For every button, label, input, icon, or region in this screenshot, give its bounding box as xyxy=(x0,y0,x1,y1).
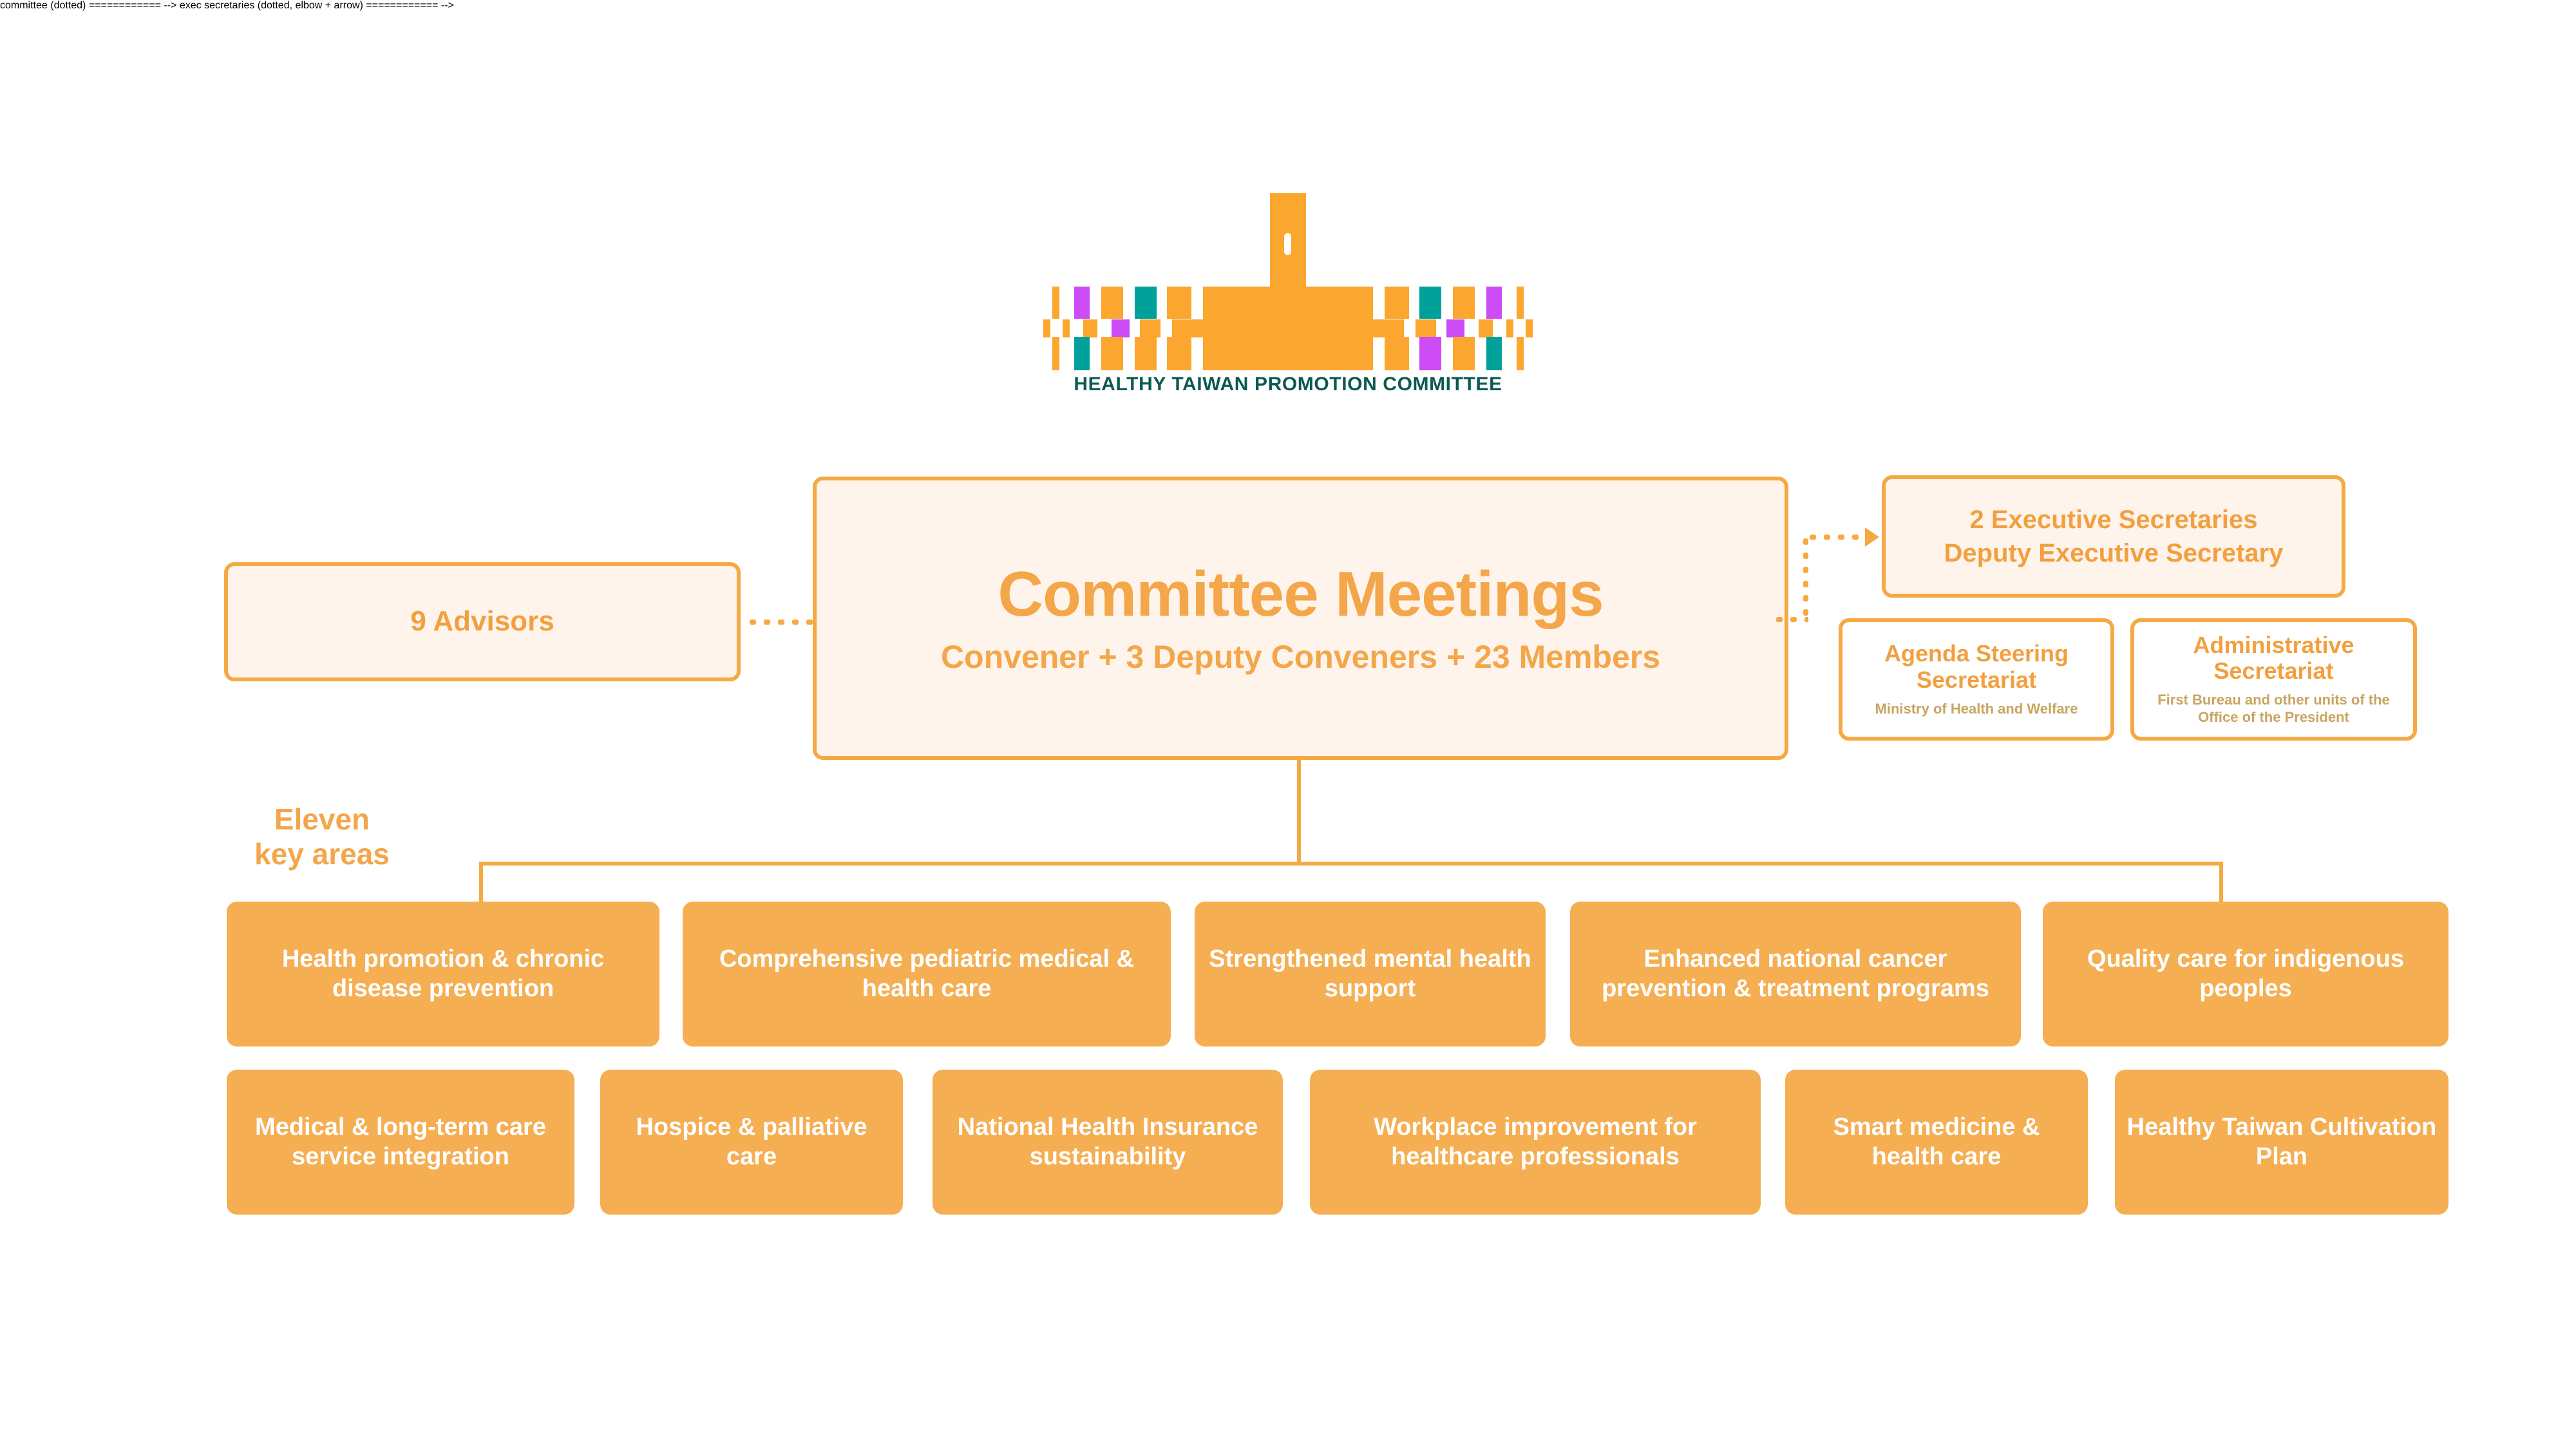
exec-secretaries-arrow-icon xyxy=(1865,527,1879,547)
key-area-card-workplace-improvement[interactable]: Workplace improvement for healthcare pro… xyxy=(1310,1070,1761,1215)
key-area-label: Enhanced national cancer prevention & tr… xyxy=(1602,945,1989,1002)
key-areas-right-drop-connector xyxy=(2219,862,2223,903)
key-area-label: Health promotion & chronic disease preve… xyxy=(281,945,605,1002)
committee-meetings-box[interactable]: Committee Meetings Convener + 3 Deputy C… xyxy=(813,477,1788,760)
key-area-label: Medical & long-term care service integra… xyxy=(255,1113,546,1170)
key-area-label: National Health Insurance sustainability xyxy=(957,1113,1258,1170)
key-area-card-smart-medicine[interactable]: Smart medicine & health care xyxy=(1785,1070,2088,1215)
key-areas-label-line1: Eleven xyxy=(274,802,370,836)
key-areas-trunk-connector xyxy=(1297,760,1301,863)
agenda-steering-secretariat-subtitle: Ministry of Health and Welfare xyxy=(1875,700,2078,717)
key-area-card-mental-health[interactable]: Strengthened mental health support xyxy=(1195,902,1546,1046)
advisors-label: 9 Advisors xyxy=(410,605,554,638)
exec-secretaries-connector-lower xyxy=(1772,617,1808,622)
key-area-label: Quality care for indigenous peoples xyxy=(2087,945,2404,1002)
key-area-card-cultivation-plan[interactable]: Healthy Taiwan Cultivation Plan xyxy=(2115,1070,2448,1215)
key-area-label: Strengthened mental health support xyxy=(1209,945,1531,1002)
key-area-label: Workplace improvement for healthcare pro… xyxy=(1374,1113,1697,1170)
agenda-steering-secretariat-box[interactable]: Agenda Steering Secretariat Ministry of … xyxy=(1839,618,2114,741)
executive-secretaries-line-2: Deputy Executive Secretary xyxy=(1944,539,2284,567)
agenda-steering-secretariat-title-line1: Agenda Steering xyxy=(1884,640,2069,667)
administrative-secretariat-title-line2: Secretariat xyxy=(2213,658,2334,685)
key-area-card-indigenous-care[interactable]: Quality care for indigenous peoples xyxy=(2043,902,2448,1046)
administrative-secretariat-subtitle: First Bureau and other units of the Offi… xyxy=(2157,692,2390,726)
committee-meetings-subtitle: Convener + 3 Deputy Conveners + 23 Membe… xyxy=(940,638,1661,675)
logo-mark-icon xyxy=(1043,193,1533,370)
key-area-card-cancer-prevention[interactable]: Enhanced national cancer prevention & tr… xyxy=(1570,902,2021,1046)
key-area-card-hospice-care[interactable]: Hospice & palliative care xyxy=(600,1070,903,1215)
administrative-secretariat-box[interactable]: Administrative Secretariat First Bureau … xyxy=(2130,618,2417,741)
agenda-steering-secretariat-title-line2: Secretariat xyxy=(1916,666,2037,693)
key-area-label: Healthy Taiwan Cultivation Plan xyxy=(2126,1113,2437,1170)
executive-secretaries-box[interactable]: 2 Executive Secretaries Deputy Executive… xyxy=(1882,475,2345,598)
key-area-card-pediatric-care[interactable]: Comprehensive pediatric medical & health… xyxy=(683,902,1171,1046)
key-area-card-health-promotion[interactable]: Health promotion & chronic disease preve… xyxy=(227,902,659,1046)
administrative-secretariat-title-line1: Administrative xyxy=(2193,631,2354,658)
committee-meetings-title: Committee Meetings xyxy=(998,558,1604,629)
executive-secretaries-line-1: 2 Executive Secretaries xyxy=(1969,506,2258,534)
advisors-box[interactable]: 9 Advisors xyxy=(224,562,741,681)
key-area-label: Hospice & palliative care xyxy=(636,1113,867,1170)
exec-secretaries-connector-vertical xyxy=(1803,535,1808,621)
logo-caption: HEALTHY TAIWAN PROMOTION COMMITTEE xyxy=(1074,374,1502,395)
healthy-taiwan-logo: HEALTHY TAIWAN PROMOTION COMMITTEE xyxy=(1043,193,1533,438)
presidential-office-pixel-icon xyxy=(1043,193,1533,370)
key-area-card-health-insurance[interactable]: National Health Insurance sustainability xyxy=(933,1070,1283,1215)
advisors-connector-dotted xyxy=(746,620,813,625)
key-areas-left-drop-connector xyxy=(479,862,483,903)
exec-secretaries-connector-horizontal xyxy=(1806,535,1865,540)
key-area-card-long-term-care[interactable]: Medical & long-term care service integra… xyxy=(227,1070,574,1215)
key-area-label: Comprehensive pediatric medical & health… xyxy=(719,945,1135,1002)
key-areas-bus-connector xyxy=(479,862,2223,866)
key-area-label: Smart medicine & health care xyxy=(1833,1113,2040,1170)
key-areas-label-line2: key areas xyxy=(254,837,390,871)
key-areas-label: Eleven key areas xyxy=(213,802,431,872)
